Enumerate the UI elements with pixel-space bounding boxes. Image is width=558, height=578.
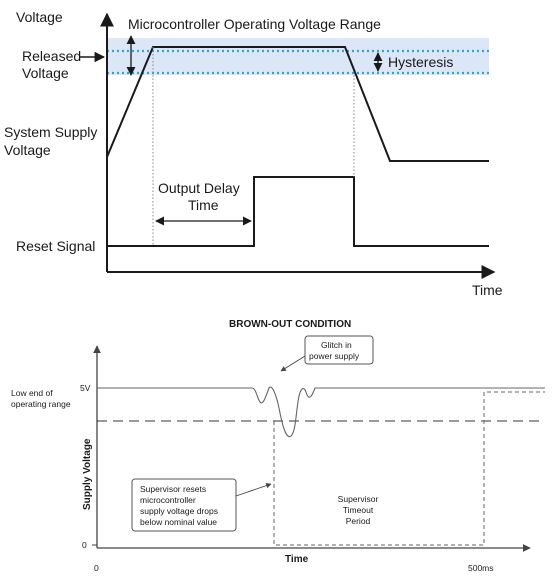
reset-label: Reset Signal: [16, 238, 95, 254]
timeout-note-line2: Timeout: [343, 505, 374, 515]
tick-zero-x: 0: [94, 563, 99, 573]
y-axis-label: Voltage: [16, 9, 63, 25]
supervisor-note-line4: below nominal value: [140, 517, 217, 527]
brown-out-title: BROWN-OUT CONDITION: [229, 319, 351, 330]
tick-5v: 5V: [80, 383, 91, 393]
supply-voltage-trace: [106, 46, 489, 162]
reset-dashed-trace: [273, 391, 545, 546]
glitch-label-line1: Glitch in: [321, 340, 352, 350]
released-label-line1: Released: [22, 48, 81, 64]
released-label-line2: Voltage: [22, 65, 69, 81]
low-end-label-line2: operating range: [11, 399, 71, 409]
supervisor-callout-box: [131, 478, 237, 532]
bo-x-axis-label: Time: [285, 554, 309, 565]
x-axis-label: Time: [472, 282, 503, 298]
supply-label-line2: Voltage: [4, 142, 51, 158]
voltage-timing-diagram: Voltage Microcontroller Operating Voltag…: [4, 9, 503, 298]
hysteresis-label: Hysteresis: [388, 54, 453, 70]
glitch-callout-pointer: [280, 355, 306, 372]
supervisor-note-line1: Supervisor resets: [140, 484, 206, 494]
glitch-label-line2: power supply: [309, 351, 360, 361]
reset-signal-trace: [107, 176, 489, 247]
brown-out-diagram: BROWN-OUT CONDITION Glitch in power supp…: [11, 319, 545, 573]
supply-label-line1: System Supply: [4, 124, 97, 140]
tick-500ms: 500ms: [468, 563, 494, 573]
timeout-note-line3: Period: [346, 516, 371, 526]
bo-y-axis-label: Supply Voltage: [82, 438, 93, 510]
glitch-callout-box: [304, 335, 374, 365]
delay-label-line1: Output Delay: [158, 180, 240, 196]
low-end-label-line1: Low end of: [11, 388, 53, 398]
delay-label-line2: Time: [188, 197, 219, 213]
operating-voltage-band: [107, 38, 489, 75]
supervisor-note-line2: microcontroller: [140, 495, 196, 505]
band-label: Microcontroller Operating Voltage Range: [128, 16, 381, 32]
tick-zero-y: 0: [82, 540, 87, 550]
supervisor-callout-pointer: [235, 483, 272, 497]
bo-supply-trace: [97, 386, 545, 438]
timeout-note-line1: Supervisor: [338, 494, 379, 504]
supervisor-note-line3: supply voltage drops: [140, 506, 218, 516]
